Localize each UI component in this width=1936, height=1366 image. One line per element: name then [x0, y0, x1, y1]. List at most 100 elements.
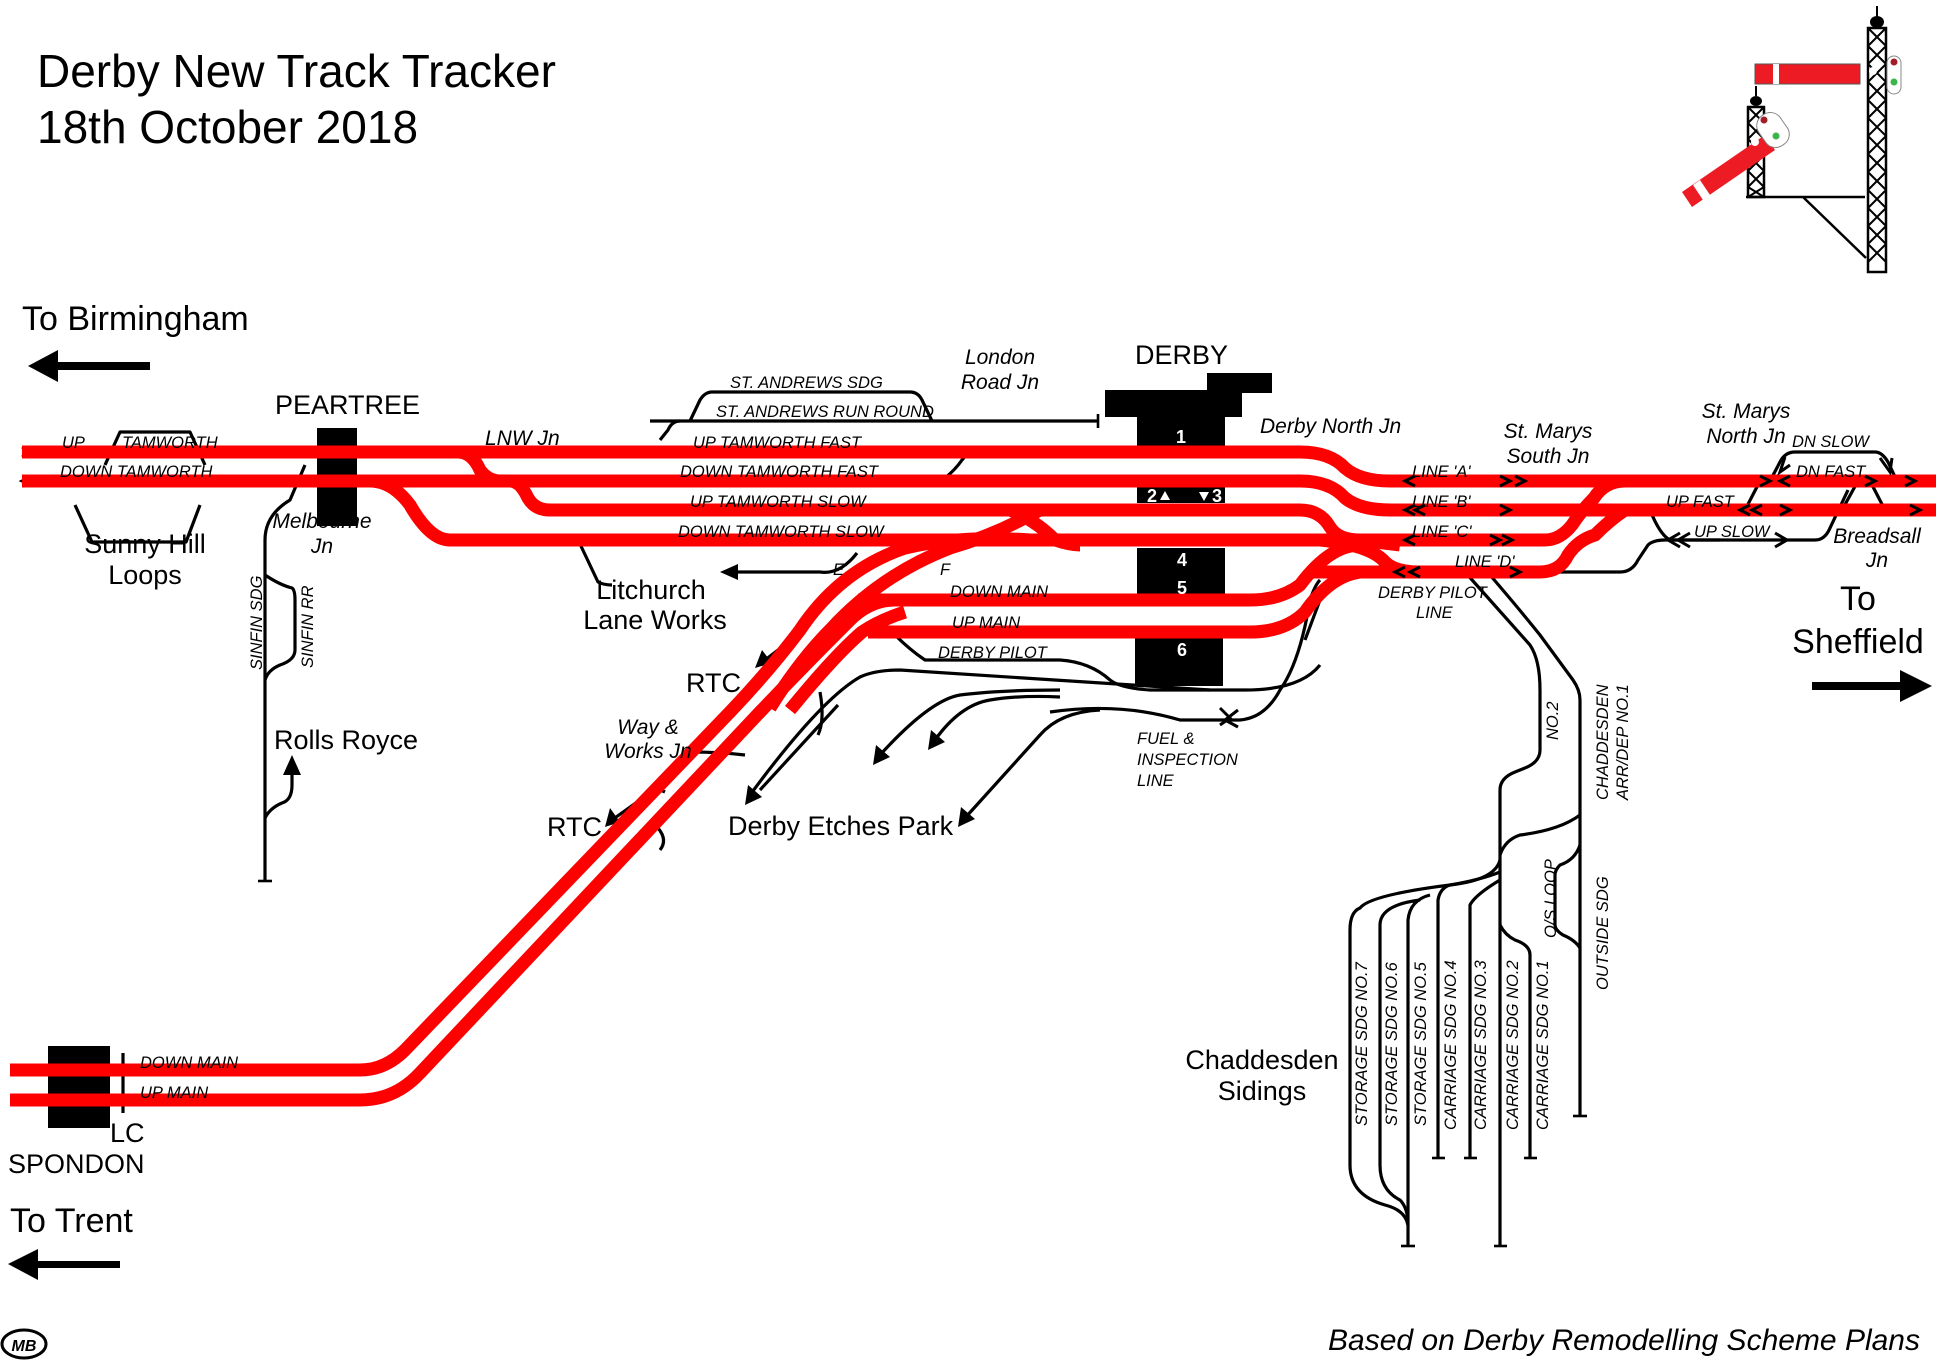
sheffield-arrow-icon: [1812, 670, 1932, 702]
line-label-dn-slow: DN SLOW: [1792, 433, 1870, 451]
junction-melbourne: Melbourne: [272, 510, 371, 533]
station-spondon: SPONDON: [8, 1149, 145, 1179]
existing-track: [73, 390, 1899, 1248]
line-label-up-tamworth-slow: UP TAMWORTH SLOW: [690, 493, 867, 511]
mb-logo: MB: [0, 1328, 48, 1360]
mb-logo-text: MB: [12, 1338, 37, 1355]
line-label-inspection: INSPECTION: [1137, 751, 1238, 769]
up-main: [868, 565, 1362, 639]
trent-arrow-icon: [8, 1249, 120, 1280]
junction-derby-north: Derby North Jn: [1260, 415, 1401, 438]
line-label-os-loop: O/S LOOP: [1542, 859, 1560, 938]
line-label-sinfin-sdg: SINFIN SDG: [248, 575, 266, 670]
os-loop: [1553, 844, 1582, 949]
siding-carriage-2: CARRIAGE SDG NO.2: [1504, 960, 1522, 1130]
spondon-platform: [48, 1046, 110, 1128]
line-label-down-main: DOWN MAIN: [950, 583, 1048, 601]
platform-6: [1135, 638, 1223, 686]
line-label-tamworth: TAMWORTH: [122, 434, 218, 452]
platform-1-label: 1: [1176, 427, 1186, 447]
etches-park-road-1: [748, 668, 1211, 796]
line-label-down-tamworth: DOWN TAMWORTH: [60, 463, 213, 481]
siding-carriage-3: CARRIAGE SDG NO.3: [1472, 960, 1490, 1130]
line-label-c: LINE 'C': [1412, 523, 1472, 541]
line-label-up-main: UP MAIN: [952, 614, 1020, 632]
line-label-no2: NO.2: [1544, 701, 1562, 740]
place-sunny-hill: Sunny Hill: [84, 529, 206, 559]
place-sunny-hill-loops: Loops: [108, 560, 182, 590]
semaphore-signals-icon: [1682, 6, 1902, 274]
litchurch-arrow-icon: [720, 564, 738, 580]
sunny-hill-down-loop: [73, 504, 202, 544]
direction-birmingham: To Birmingham: [22, 300, 249, 338]
line-d-extension: [1545, 538, 1720, 574]
chord-f: [784, 605, 908, 715]
direction-trent: To Trent: [10, 1202, 133, 1240]
siding-carriage-1: CARRIAGE SDG NO.1: [1534, 960, 1552, 1130]
etches-park-road-2: [878, 688, 1061, 757]
platform-4-5: [1137, 548, 1225, 594]
rtc-crossover-3: [656, 826, 666, 851]
page-title: Derby New Track Tracker: [37, 45, 556, 97]
derby-pilot-to-etches: [758, 703, 840, 792]
line-label-dn-fast: DN FAST: [1796, 463, 1867, 481]
carriage-sdg-4: [1436, 870, 1501, 1158]
siding-carriage-4: CARRIAGE SDG NO.4: [1442, 960, 1460, 1130]
line-label-up-tamworth-fast: UP TAMWORTH FAST: [693, 434, 863, 452]
platform-3-label: 3: [1212, 486, 1222, 506]
line-label-d: LINE 'D': [1455, 553, 1515, 571]
melbourne-crossover-to-down-slow: [369, 474, 1401, 552]
rolls-royce-arrow-icon: [283, 755, 301, 775]
line-label-outside-sdg: OUTSIDE SDG: [1594, 876, 1612, 990]
derby-station: [1105, 373, 1272, 686]
place-rtc-upper: RTC: [686, 668, 741, 698]
st-andrews-sdg: [688, 390, 934, 422]
line-label-derby-pilot: DERBY PILOT: [938, 644, 1049, 662]
storage-sdg-6: [1378, 898, 1421, 1226]
dn-slow-line: [1768, 450, 1899, 482]
storage-sdg-5: [1406, 893, 1431, 1245]
junction-st-marys-south-jn: South Jn: [1507, 445, 1590, 468]
up-slow-line: [1648, 489, 1850, 542]
junction-way-works: Way &: [617, 716, 678, 739]
direction-sheffield-to: To: [1840, 580, 1876, 618]
sinfin-rr-loop: [263, 573, 297, 681]
platform-6-label: 6: [1177, 640, 1187, 660]
platform-3-down-icon: [1199, 492, 1209, 501]
os-loop-link: [1498, 813, 1581, 856]
junction-way-works-jn: Works Jn: [604, 740, 692, 763]
line-label-up-slow: UP SLOW: [1694, 523, 1771, 541]
line-label-spondon-up-main: UP MAIN: [140, 1084, 208, 1102]
red-over-platforms: [10, 445, 1330, 1107]
chaddesden-approach-no1: [1488, 573, 1582, 1115]
place-rtc-lower: RTC: [547, 812, 602, 842]
way-works-crossover-2: [816, 691, 824, 736]
station-peartree: PEARTREE: [275, 390, 420, 420]
birmingham-arrow-icon: [28, 350, 150, 382]
carriage-sdg-1: [1498, 924, 1532, 1158]
line-label-fuel-line: LINE: [1137, 772, 1175, 790]
junction-breadsall-jn: Jn: [1865, 549, 1888, 572]
line-label-chaddesden-arr: CHADDESDEN: [1594, 684, 1612, 800]
place-rolls-royce: Rolls Royce: [274, 725, 418, 755]
line-label-derby-pilot-line: DERBY PILOT: [1378, 584, 1489, 602]
up-tamworth-fast: [22, 445, 1936, 488]
down-tamworth-fast: [22, 474, 1936, 517]
line-label-up: UP: [62, 434, 85, 452]
etches-park-road-4: [963, 708, 1101, 820]
junction-london-road: London: [965, 346, 1035, 369]
etches-park-arrow-1-icon: [745, 785, 762, 805]
place-etches-park: Derby Etches Park: [728, 811, 954, 841]
platform-5-label: 5: [1177, 578, 1187, 598]
junction-melbourne-jn: Jn: [310, 535, 333, 558]
line-label-spondon-down-main: DOWN MAIN: [140, 1054, 238, 1072]
footer-credit: Based on Derby Remodelling Scheme Plans: [1328, 1324, 1920, 1357]
level-crossing-label: LC: [110, 1118, 145, 1148]
junction-breadsall: Breadsall: [1833, 525, 1922, 548]
rolls-royce-branch: [263, 762, 294, 819]
siding-storage-5: STORAGE SDG NO.5: [1412, 961, 1430, 1126]
junction-st-marys-south: St. Marys: [1504, 420, 1593, 443]
station-derby: DERBY: [1135, 340, 1228, 370]
line-label-chaddesden-arr-2: ARR/DEP NO.1: [1614, 684, 1632, 801]
